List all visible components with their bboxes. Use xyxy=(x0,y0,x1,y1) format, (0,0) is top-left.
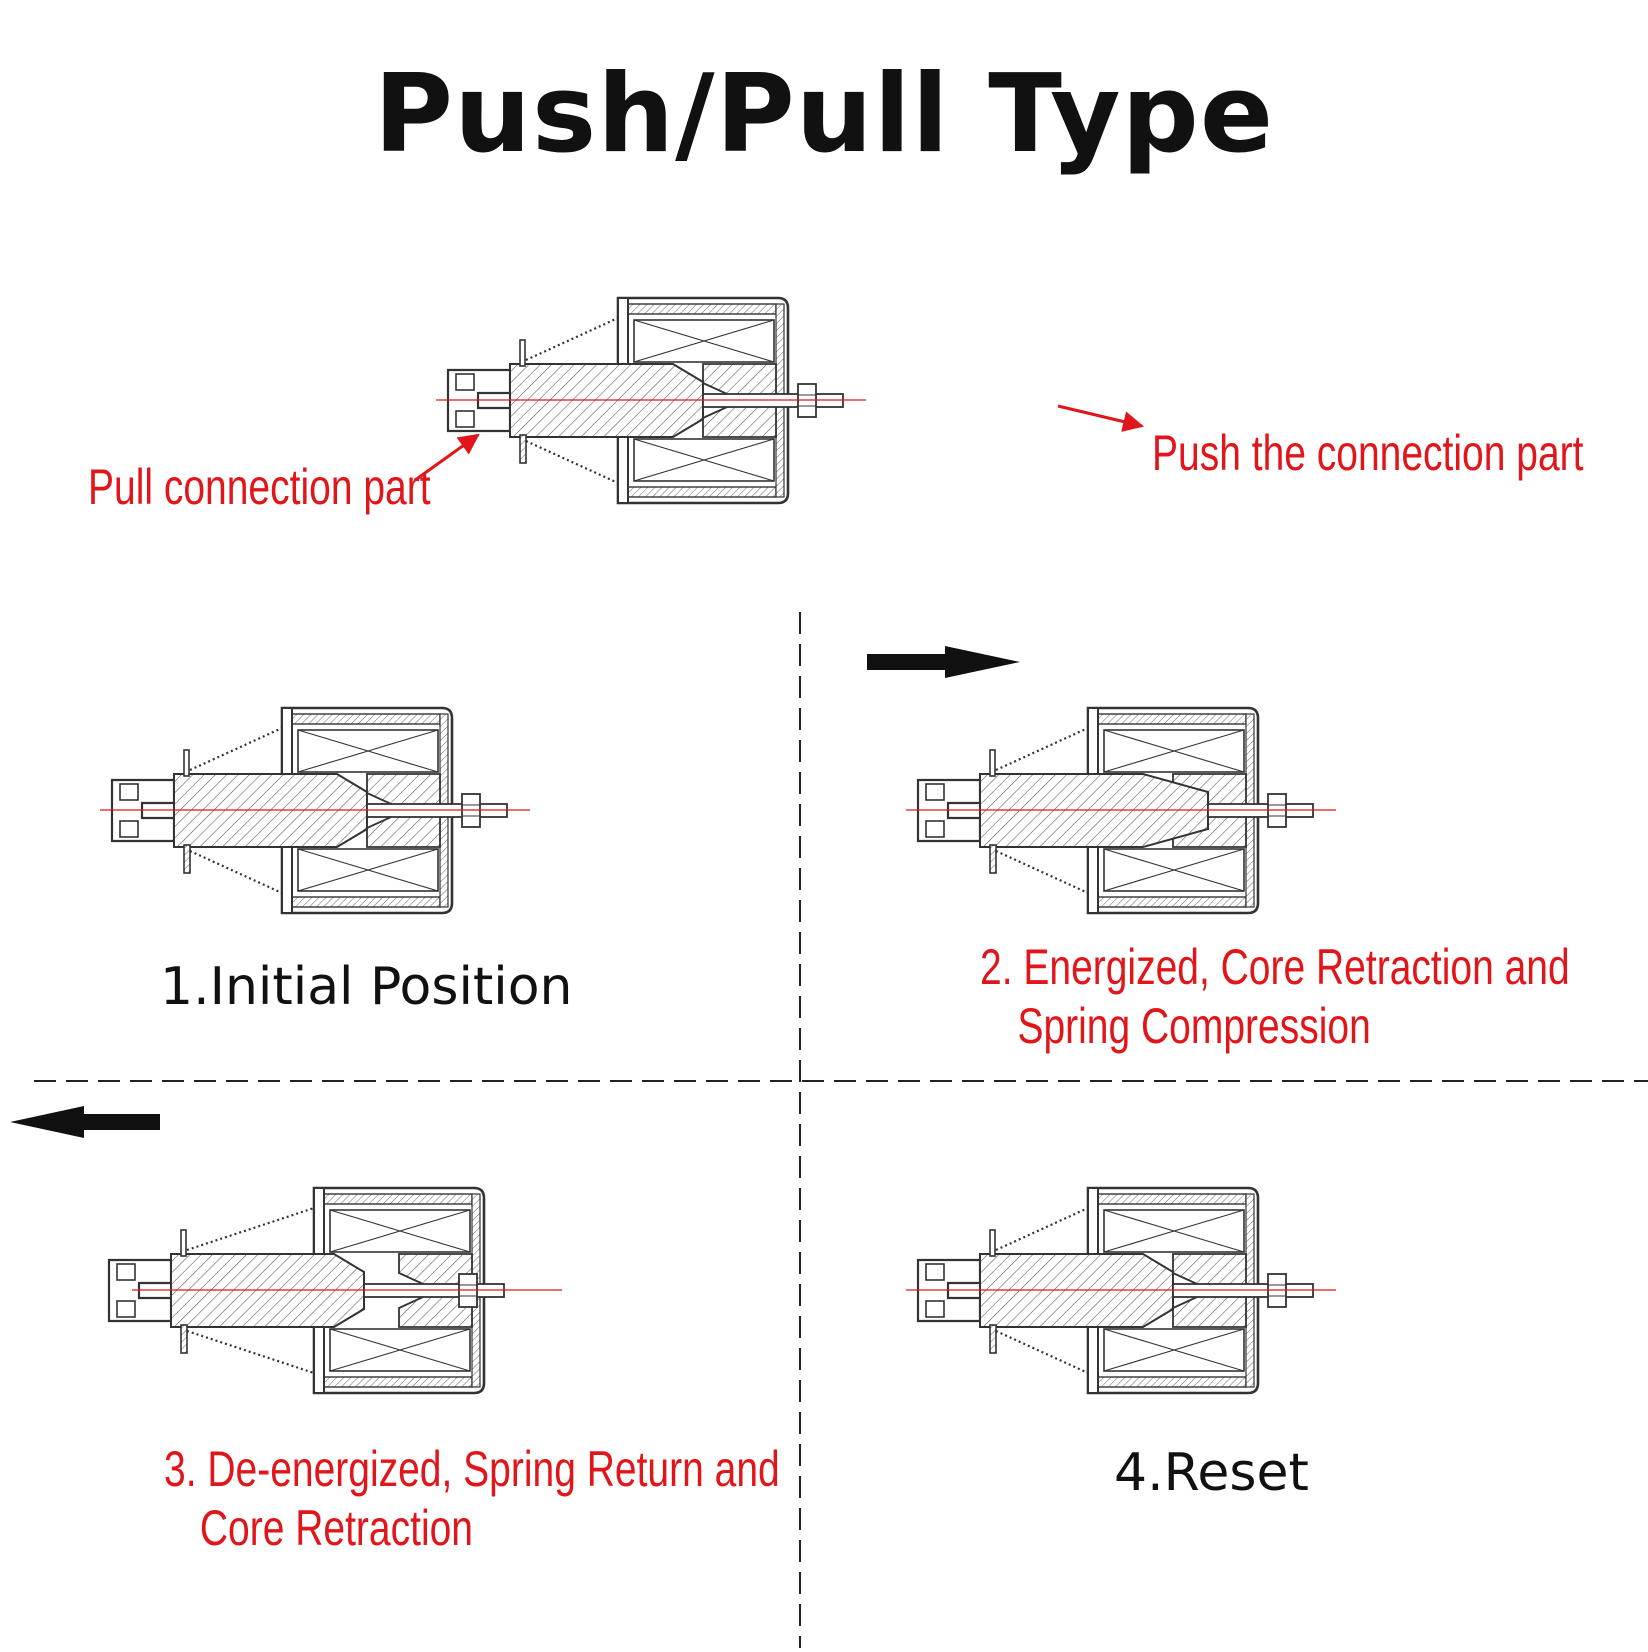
clevis-pin-bottom xyxy=(925,1300,945,1318)
coil-cross xyxy=(329,1328,471,1372)
clevis-pin-top xyxy=(925,783,945,801)
direction-arrow-right xyxy=(867,646,1020,678)
coil-cross xyxy=(297,729,439,773)
washer-bottom xyxy=(989,1324,997,1354)
washer-bottom xyxy=(183,844,191,874)
solenoid-step-3 xyxy=(107,1186,562,1395)
spring-bottom xyxy=(186,1329,315,1375)
coil-cross xyxy=(633,438,775,482)
pull-callout-arrow xyxy=(417,433,480,480)
spring-top xyxy=(995,726,1089,772)
spring-bottom xyxy=(525,439,619,485)
clevis-pin-top xyxy=(925,1263,945,1281)
spring-bottom xyxy=(189,849,283,895)
housing-bottom-wall xyxy=(323,1376,473,1388)
housing-top-wall xyxy=(291,713,441,725)
coil-cross xyxy=(1103,848,1245,892)
step-2-line-2: Spring Compression xyxy=(1017,998,1371,1054)
step-1-line-1: 1.Initial Position xyxy=(160,957,573,1017)
spring-top xyxy=(995,1206,1089,1252)
washer-top xyxy=(183,749,190,777)
clevis-pin-top xyxy=(119,783,139,801)
coil-cross xyxy=(1103,1328,1245,1372)
pull-connection-label: Pull connection part xyxy=(88,459,431,515)
housing-bottom-wall xyxy=(1097,1376,1247,1388)
coil-cross xyxy=(1103,1209,1245,1253)
step-3-line-2: Core Retraction xyxy=(199,1500,474,1556)
step-4-line-1: 4.Reset xyxy=(1114,1443,1309,1503)
solenoid-step-2 xyxy=(906,706,1336,915)
clevis-pin-bottom xyxy=(925,820,945,838)
push-connection-label: Push the connection part xyxy=(1152,425,1584,481)
spring-top xyxy=(189,726,283,772)
push-callout-arrow xyxy=(1057,404,1145,432)
spring-bottom xyxy=(995,1329,1089,1375)
washer-bottom xyxy=(989,844,997,874)
step-2-line-1: 2. Energized, Core Retraction and xyxy=(980,939,1570,995)
spring-top xyxy=(525,316,619,362)
washer-bottom xyxy=(519,434,527,464)
housing-top-wall xyxy=(323,1193,473,1205)
washer-top xyxy=(519,339,526,367)
solenoid-step-4 xyxy=(906,1186,1336,1395)
housing-top-wall xyxy=(1097,1193,1247,1205)
clevis-pin-bottom xyxy=(116,1300,136,1318)
housing-bottom-wall xyxy=(627,486,777,498)
housing-bottom-wall xyxy=(1097,896,1247,908)
step-3-line-1: 3. De-energized, Spring Return and xyxy=(164,1441,780,1497)
coil-cross xyxy=(633,319,775,363)
clevis-pin-top xyxy=(116,1263,136,1281)
clevis-pin-bottom xyxy=(119,820,139,838)
solenoid-reference xyxy=(436,296,866,505)
plunger-assembly xyxy=(916,1206,1314,1375)
step-3-label: 3. De-energized, Spring Return and Core … xyxy=(164,1440,780,1558)
solenoid-step-1 xyxy=(100,706,530,915)
clevis-pin-top xyxy=(455,373,475,391)
direction-arrow-left xyxy=(10,1106,160,1138)
coil-cross xyxy=(1103,729,1245,773)
washer-top xyxy=(989,1229,996,1257)
coil-cross xyxy=(329,1209,471,1253)
washer-top xyxy=(989,749,996,777)
washer-top xyxy=(180,1229,187,1257)
step-4-label: 4.Reset xyxy=(1114,1442,1309,1504)
step-2-label: 2. Energized, Core Retraction and Spring… xyxy=(980,938,1570,1056)
housing-top-wall xyxy=(627,303,777,315)
coil-cross xyxy=(297,848,439,892)
page-title: Push/Pull Type xyxy=(373,52,1275,177)
clevis-pin-bottom xyxy=(455,410,475,428)
housing-bottom-wall xyxy=(291,896,441,908)
spring-top xyxy=(186,1206,315,1252)
washer-bottom xyxy=(180,1324,188,1354)
spring-bottom xyxy=(995,849,1089,895)
housing-top-wall xyxy=(1097,713,1247,725)
step-1-label: 1.Initial Position xyxy=(160,956,573,1018)
